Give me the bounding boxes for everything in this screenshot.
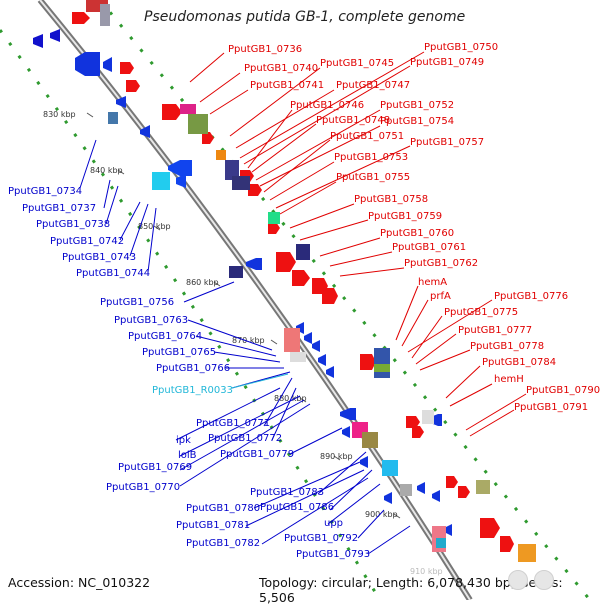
gene-label[interactable]: PputGB1_0746	[290, 100, 364, 111]
tick-label: 850 kbp	[138, 222, 171, 231]
gene-label[interactable]: PputGB1_0734	[8, 186, 82, 197]
gene-label[interactable]: PputGB1_0769	[118, 462, 192, 473]
tick-marks	[86, 112, 401, 519]
nav-right-icon[interactable]	[534, 570, 554, 590]
gene-label[interactable]: PputGB1_0777	[458, 325, 532, 336]
gene-label[interactable]: PputGB1_0758	[354, 194, 428, 205]
gene-label[interactable]: PputGB1_0778	[470, 341, 544, 352]
gene-label[interactable]: PputGB1_0784	[482, 357, 556, 368]
forward-gene-features	[72, 12, 514, 552]
forward-leader-lines	[189, 51, 527, 437]
gene-label[interactable]: PputGB1_0771	[196, 418, 270, 429]
gene-label[interactable]: hemA	[418, 277, 447, 288]
gene-label[interactable]: PputGB1_0791	[514, 402, 588, 413]
gene-label[interactable]: PputGB1_0761	[392, 242, 466, 253]
tick-label: 830 kbp	[43, 110, 76, 119]
gene-label[interactable]: PputGB1_0775	[444, 307, 518, 318]
gene-label[interactable]: ipk	[176, 435, 191, 446]
gene-label[interactable]: PputGB1_0790	[526, 385, 600, 396]
gene-label[interactable]: PputGB1_0737	[22, 203, 96, 214]
gene-label[interactable]: PputGB1_0738	[36, 219, 110, 230]
gene-label[interactable]: PputGB1_0740	[244, 63, 318, 74]
gene-label[interactable]: PputGB1_0781	[176, 520, 250, 531]
gene-label[interactable]: PputGB1_0754	[380, 116, 454, 127]
gene-label[interactable]: PputGB1_0743	[62, 252, 136, 263]
reverse-gene-features	[33, 29, 452, 536]
map-navigation[interactable]	[508, 566, 568, 596]
gene-label[interactable]: PputGB1_0741	[250, 80, 324, 91]
gene-label[interactable]: PputGB1_0764	[128, 331, 202, 342]
gene-label[interactable]: hemH	[494, 374, 524, 385]
gene-label[interactable]: PputGB1_0772	[208, 433, 282, 444]
gene-label[interactable]: PputGB1_0749	[410, 57, 484, 68]
gene-label[interactable]: PputGB1_0753	[334, 152, 408, 163]
tick-label: 910 kbp	[410, 567, 443, 576]
gene-label[interactable]: PputGB1_0747	[336, 80, 410, 91]
gene-label[interactable]: PputGB1_0759	[368, 211, 442, 222]
tick-label: 840 kbp	[90, 166, 123, 175]
gene-label[interactable]: PputGB1_0751	[330, 131, 404, 142]
gene-label[interactable]: PputGB1_0742	[50, 236, 124, 247]
gene-label[interactable]: prfA	[430, 291, 451, 302]
feature-blocks	[86, 0, 536, 562]
gene-label[interactable]: PputGB1_0736	[228, 44, 302, 55]
gene-label[interactable]: PputGB1_0779	[220, 449, 294, 460]
gene-label[interactable]: PputGB1_0752	[380, 100, 454, 111]
gene-label[interactable]: PputGB1_0780	[186, 503, 260, 514]
reverse-leader-lines	[79, 139, 411, 555]
gene-label[interactable]: upp	[324, 518, 343, 529]
gene-label[interactable]: PputGB1_0750	[424, 42, 498, 53]
genome-title: Pseudomonas putida GB-1, complete genome	[144, 9, 466, 25]
gene-label[interactable]: PputGB1_0776	[494, 291, 568, 302]
gene-label[interactable]: PputGB1_0792	[284, 533, 358, 544]
gene-label[interactable]: lolB	[178, 450, 197, 461]
gene-label[interactable]: PputGB1_0760	[380, 228, 454, 239]
outer-dotted-track	[0, 0, 592, 600]
gene-label[interactable]: PputGB1_0770	[106, 482, 180, 493]
gene-label[interactable]: PputGB1_0745	[320, 58, 394, 69]
rna-gene-label[interactable]: PputGB1_R0033	[152, 385, 233, 396]
gene-label[interactable]: PputGB1_0765	[142, 347, 216, 358]
gene-label[interactable]: PputGB1_0786	[260, 502, 334, 513]
tick-label: 900 kbp	[365, 510, 398, 519]
gene-label[interactable]: PputGB1_0755	[336, 172, 410, 183]
gene-label[interactable]: PputGB1_0766	[156, 363, 230, 374]
tick-label: 860 kbp	[186, 278, 219, 287]
gene-label[interactable]: PputGB1_0757	[410, 137, 484, 148]
gene-label[interactable]: PputGB1_0783	[250, 487, 324, 498]
gene-label[interactable]: PputGB1_0744	[76, 268, 150, 279]
backbone-circle	[37, 0, 473, 600]
gene-label[interactable]: PputGB1_0748	[316, 115, 390, 126]
tick-label: 890 kbp	[320, 452, 353, 461]
gene-label[interactable]: PputGB1_0782	[186, 538, 260, 549]
rna-leader-line	[231, 373, 289, 389]
tick-label: 880 kbp	[274, 394, 307, 403]
gene-label[interactable]: PputGB1_0756	[100, 297, 174, 308]
tick-label: 870 kbp	[232, 336, 265, 345]
gene-label[interactable]: PputGB1_0762	[404, 258, 478, 269]
accession-text: Accession: NC_010322	[8, 575, 151, 590]
gene-label[interactable]: PputGB1_0763	[114, 315, 188, 326]
gene-label[interactable]: PputGB1_0793	[296, 549, 370, 560]
nav-left-icon[interactable]	[508, 570, 528, 590]
